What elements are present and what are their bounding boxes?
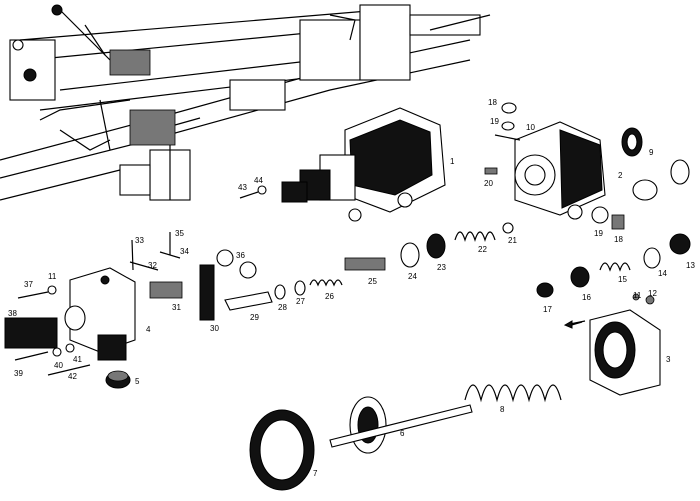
label-1: 1 <box>450 157 455 166</box>
label-18b: 18 <box>614 235 623 244</box>
label-32: 32 <box>148 261 157 270</box>
label-11: 11 <box>48 272 57 281</box>
label-19: 19 <box>490 117 499 126</box>
label-19b: 19 <box>594 229 603 238</box>
part-3-end-housing <box>567 309 661 396</box>
label-40: 40 <box>54 361 63 370</box>
part-6-piston <box>329 396 473 454</box>
label-42: 42 <box>68 372 77 381</box>
label-4: 4 <box>146 325 151 334</box>
direction-arrow <box>563 320 586 329</box>
label-41: 41 <box>73 355 82 364</box>
label-11b: 11 <box>633 291 642 300</box>
part-5-knurled-nut <box>105 370 131 389</box>
label-25: 25 <box>368 277 377 286</box>
label-35: 35 <box>175 229 184 238</box>
label-34: 34 <box>180 247 189 256</box>
label-7: 7 <box>313 469 318 478</box>
label-29: 29 <box>250 313 259 322</box>
label-28: 28 <box>278 303 287 312</box>
part-4-valve-housing <box>64 267 136 361</box>
label-6: 6 <box>400 429 405 438</box>
small-parts-left <box>4 285 91 376</box>
small-parts-center <box>129 185 514 321</box>
label-24: 24 <box>408 272 417 281</box>
label-5: 5 <box>135 377 140 386</box>
label-27: 27 <box>296 297 305 306</box>
label-43: 43 <box>238 183 247 192</box>
label-44: 44 <box>254 176 263 185</box>
label-37: 37 <box>24 280 33 289</box>
label-21: 21 <box>508 236 517 245</box>
label-16: 16 <box>582 293 591 302</box>
part-1-servo-body <box>281 107 446 222</box>
small-parts-right <box>484 102 691 305</box>
label-8: 8 <box>500 405 505 414</box>
label-38: 38 <box>8 309 17 318</box>
label-36: 36 <box>236 251 245 260</box>
label-12: 12 <box>648 289 657 298</box>
chassis-frame <box>0 4 491 201</box>
label-30: 30 <box>210 324 219 333</box>
part-8-spring <box>464 384 562 403</box>
part-9-ring <box>621 127 643 157</box>
label-20: 20 <box>484 179 493 188</box>
part-7-seal-ring <box>249 409 315 491</box>
label-31: 31 <box>172 303 181 312</box>
label-33: 33 <box>135 236 144 245</box>
label-13: 13 <box>686 261 695 270</box>
label-39: 39 <box>14 369 23 378</box>
label-3: 3 <box>666 355 671 364</box>
label-15: 15 <box>618 275 627 284</box>
label-2: 2 <box>618 171 623 180</box>
part-2-rear-housing <box>514 121 606 220</box>
label-9: 9 <box>649 148 654 157</box>
label-18: 18 <box>488 98 497 107</box>
label-10: 10 <box>526 123 535 132</box>
label-22: 22 <box>478 245 487 254</box>
label-14: 14 <box>658 269 667 278</box>
label-23: 23 <box>437 263 446 272</box>
label-17: 17 <box>543 305 552 314</box>
part-labels: 1 2 3 4 5 6 7 8 9 10 11 11 12 13 14 15 1… <box>8 98 695 478</box>
label-26: 26 <box>325 292 334 301</box>
